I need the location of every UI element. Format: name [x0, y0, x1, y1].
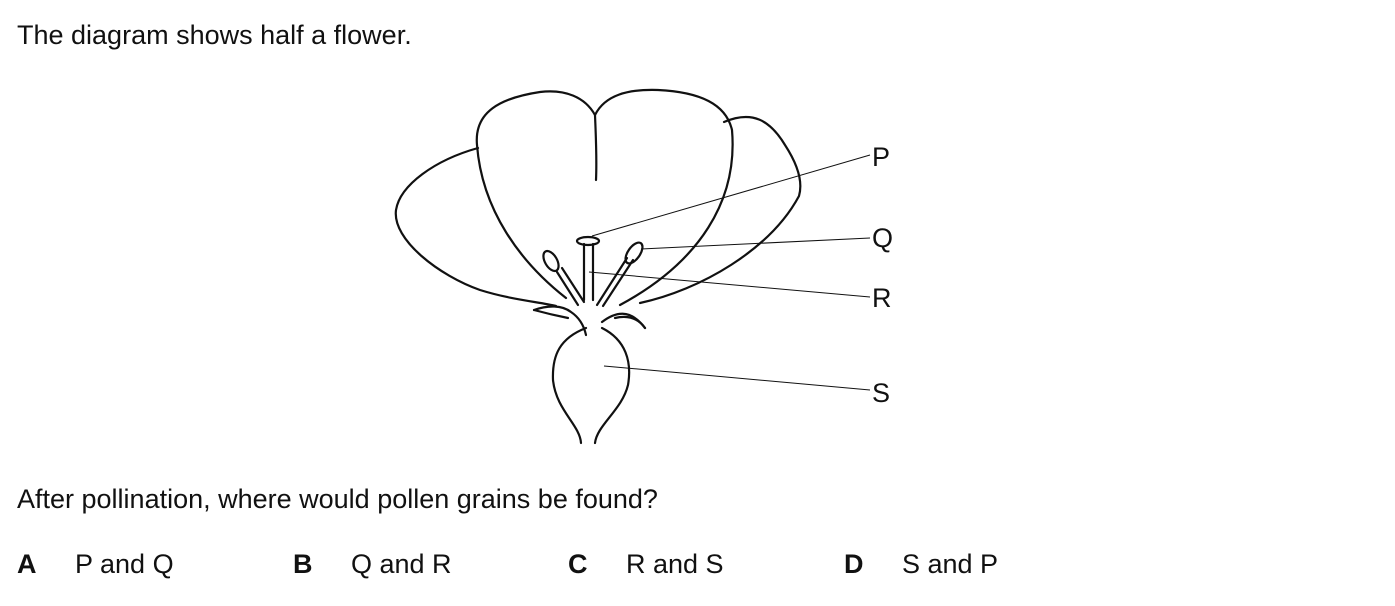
label-s: S	[872, 378, 890, 408]
ovary-outline	[551, 326, 588, 445]
option-text: Q and R	[351, 549, 452, 579]
question-text: After pollination, where would pollen gr…	[17, 484, 658, 514]
petal-notch	[593, 113, 598, 182]
option-letter: B	[293, 549, 313, 579]
label-line-q	[640, 237, 871, 250]
option-b[interactable]: B Q and R	[293, 547, 452, 581]
left-sepal	[532, 305, 588, 337]
right-outer-petal	[638, 115, 802, 305]
label-line-s	[603, 365, 871, 391]
option-text: S and P	[902, 549, 999, 579]
option-a[interactable]: A P and Q	[17, 547, 174, 581]
answer-options: A P and Q B Q and R C R and S D S and P	[17, 547, 1117, 581]
left-anther	[542, 249, 560, 273]
label-r: R	[872, 283, 892, 313]
right-stamen-filament	[595, 256, 635, 308]
left-outer-petal	[394, 146, 558, 308]
intro-text: The diagram shows half a flower.	[17, 20, 412, 50]
option-d[interactable]: D S and P	[844, 547, 998, 581]
label-line-r	[588, 271, 871, 298]
option-text: R and S	[626, 549, 724, 579]
label-line-p	[591, 154, 871, 237]
label-p: P	[872, 142, 890, 172]
central-petal	[475, 88, 734, 307]
option-text: P and Q	[75, 549, 174, 579]
option-letter: D	[844, 549, 864, 579]
left-stamen-filament	[555, 266, 586, 307]
option-letter: A	[17, 549, 37, 579]
stigma	[575, 235, 601, 247]
option-c[interactable]: C R and S	[568, 547, 724, 581]
label-q: Q	[872, 223, 893, 253]
right-anther	[624, 241, 644, 265]
option-letter: C	[568, 549, 588, 579]
